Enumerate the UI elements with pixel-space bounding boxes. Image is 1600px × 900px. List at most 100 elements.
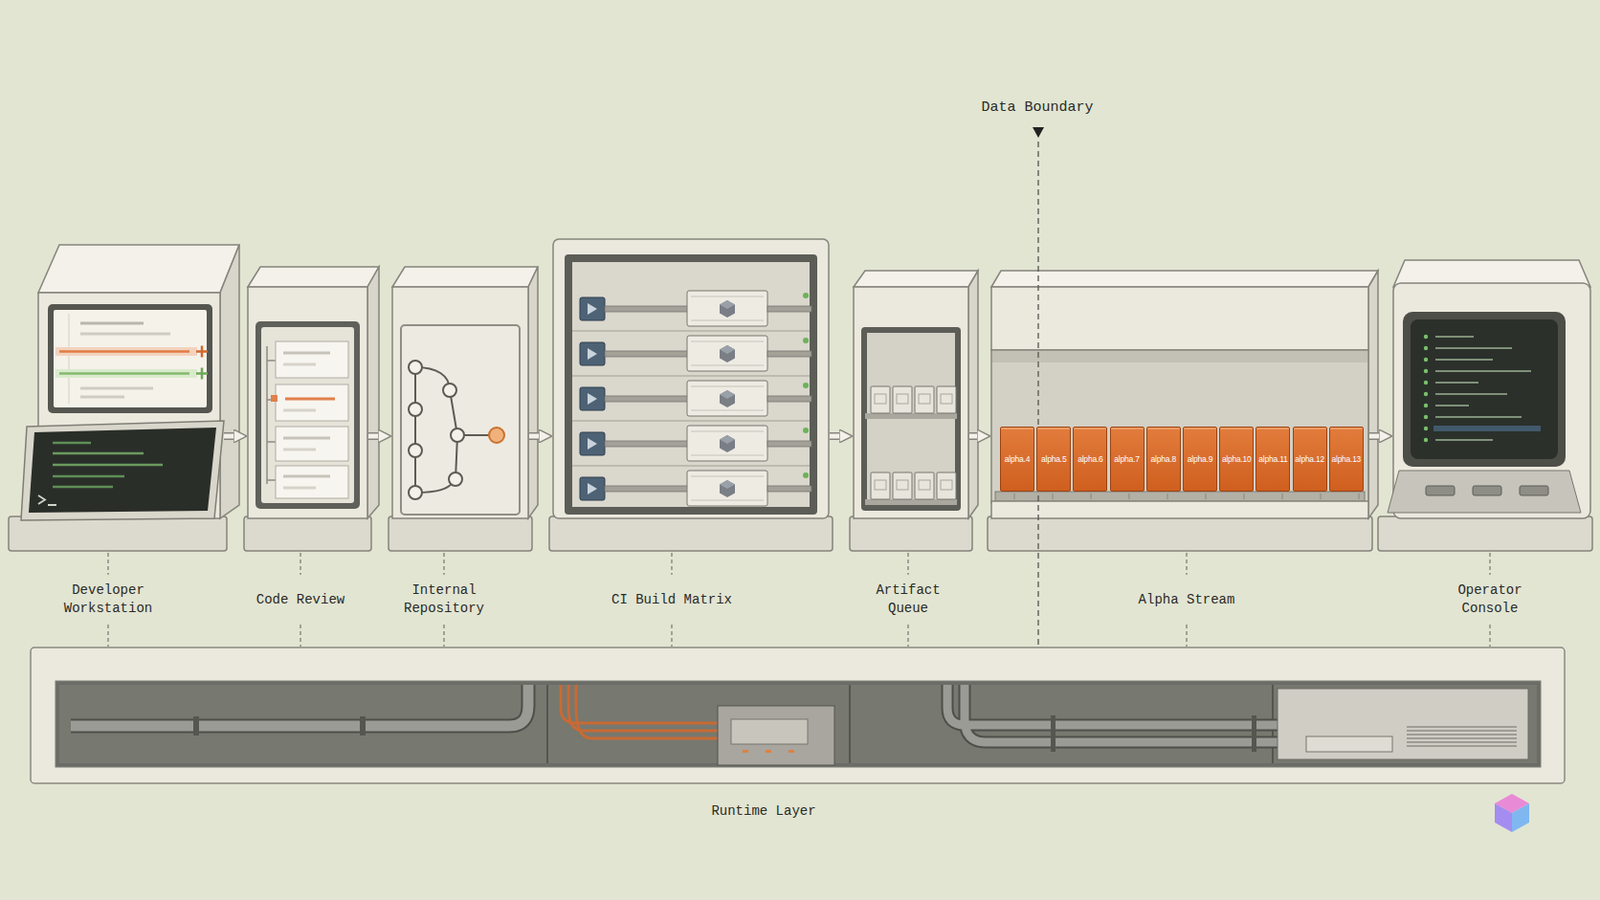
workstation-illustration-part xyxy=(52,475,125,479)
code-review-illustration-part xyxy=(283,363,316,367)
arrow-outline xyxy=(223,432,240,441)
code-review-illustration-part xyxy=(247,266,379,288)
runtime-layer-illustration-part xyxy=(731,719,808,745)
station-label: Internal Repository xyxy=(390,581,498,619)
flow-arrow xyxy=(368,436,384,438)
repository-illustration-part xyxy=(400,325,520,515)
repository-illustration-part xyxy=(408,402,423,417)
code-review-illustration-part xyxy=(275,384,349,422)
code-review-illustration-part xyxy=(270,395,278,402)
artifact-queue-illustration-part xyxy=(936,472,956,500)
runtime-layer-illustration-part xyxy=(70,685,529,727)
watermark-cube-part xyxy=(1511,803,1530,833)
watermark-cube-part xyxy=(1494,803,1512,833)
label-frame: Runtime Layer xyxy=(667,802,860,822)
repository-illustration-part xyxy=(408,360,423,375)
station-label: Developer Workstation xyxy=(54,581,162,619)
label-frame: Operator Console xyxy=(1432,581,1548,619)
console-illustration-part-part xyxy=(1423,334,1428,339)
alpha-stream-illustration-part xyxy=(991,287,1369,351)
repository-illustration-part xyxy=(415,367,497,493)
artifact-queue-illustration-part xyxy=(865,499,957,506)
station-label: Artifact Queue xyxy=(854,581,962,619)
ci-matrix-illustration-part xyxy=(579,290,812,327)
artifact-queue-illustration-part xyxy=(861,327,961,512)
arrow-shaft xyxy=(1369,434,1385,440)
artifact-queue-illustration-part xyxy=(936,386,956,414)
workstation-illustration-part xyxy=(80,322,144,326)
arrow-outline xyxy=(368,432,384,441)
runtime-layer-illustration-part xyxy=(788,750,795,754)
block-label: alpha.5 xyxy=(1041,454,1067,465)
arrow-outline xyxy=(529,432,545,441)
artifact-queue-illustration-part xyxy=(853,270,978,288)
console-illustration-part-part xyxy=(1423,403,1428,408)
repository-illustration-part xyxy=(408,444,423,458)
flow-arrow xyxy=(1369,436,1385,438)
alpha-stream-illustration-part xyxy=(991,350,1369,504)
ci-matrix-illustration-part xyxy=(579,470,812,507)
repository-illustration-part xyxy=(388,516,533,552)
code-review-illustration-part xyxy=(283,352,331,356)
ci-matrix-illustration-part xyxy=(549,516,833,552)
repository-illustration-part xyxy=(408,486,423,500)
artifact-queue-illustration-part xyxy=(892,386,912,414)
artifact-queue-illustration-part xyxy=(849,516,973,552)
runtime-layer-illustration-part xyxy=(30,647,1565,784)
workstation-illustration-part xyxy=(38,244,240,293)
runtime-layer-illustration xyxy=(30,647,1565,784)
label-frame: Data Boundary xyxy=(980,98,1093,117)
station-label: CI Build Matrix xyxy=(566,591,778,610)
code-review-illustration-part xyxy=(261,327,355,504)
runtime-layer-illustration-part xyxy=(1251,715,1257,753)
runtime-layer-illustration-part xyxy=(70,685,529,727)
alpha-block: alpha.12 xyxy=(1292,426,1328,492)
label-frame: Alpha Stream xyxy=(1090,591,1283,610)
repository-illustration-part xyxy=(450,428,465,443)
code-review-illustration-part xyxy=(367,266,379,519)
workstation-illustration-part xyxy=(52,486,113,489)
workstation-illustration-part xyxy=(196,346,208,358)
repository-station: Internal Repository xyxy=(392,266,529,552)
workstation-illustration-part xyxy=(55,369,198,378)
code-review-illustration xyxy=(244,266,379,552)
repository-illustration-part xyxy=(392,266,538,288)
workstation-illustration-part xyxy=(52,452,144,456)
repository-illustration-part xyxy=(488,427,505,444)
workstation-illustration-part xyxy=(38,495,57,506)
workstation-illustration-part xyxy=(59,350,190,354)
console-illustration-part xyxy=(1423,334,1428,443)
station-label: Alpha Stream xyxy=(1090,591,1283,610)
runtime-layer-illustration-part xyxy=(1277,688,1529,760)
alpha-block: alpha.6 xyxy=(1072,426,1108,492)
block-label: alpha.4 xyxy=(1004,454,1031,465)
alpha-block: alpha.7 xyxy=(1110,426,1145,492)
leader-lines xyxy=(108,553,1490,647)
artifact-queue-illustration-part xyxy=(892,472,912,500)
block-label: alpha.7 xyxy=(1113,454,1140,465)
console-illustration-part xyxy=(1425,486,1455,496)
workstation-illustration-part xyxy=(55,347,198,356)
arrow-shaft xyxy=(829,434,845,440)
workstation-illustration-part xyxy=(47,304,213,414)
code-review-illustration-part xyxy=(255,321,360,510)
arrow-outline xyxy=(829,432,845,441)
ci-matrix-illustration-part xyxy=(579,380,812,417)
workstation-illustration-part xyxy=(52,464,163,467)
runtime-layer-illustration-part xyxy=(1406,727,1517,747)
workstation-illustration-part xyxy=(68,313,70,404)
block-label: alpha.12 xyxy=(1294,454,1325,465)
workstation-illustration xyxy=(8,244,240,552)
workstation-illustration-part xyxy=(59,372,190,376)
layer-label: Runtime Layer xyxy=(667,802,860,822)
alpha-stream-illustration-part xyxy=(1014,493,1359,500)
label-frame: Code Review xyxy=(233,591,368,610)
repository-illustration xyxy=(388,266,538,552)
alpha-stream-illustration-part xyxy=(991,501,1369,519)
code-review-illustration-part xyxy=(283,475,331,479)
runtime-layer-illustration-part xyxy=(55,681,1541,768)
alpha-stream-illustration-part xyxy=(1368,270,1378,519)
artifact-queue-illustration-part xyxy=(870,472,890,500)
leader-lines-part xyxy=(107,553,109,647)
